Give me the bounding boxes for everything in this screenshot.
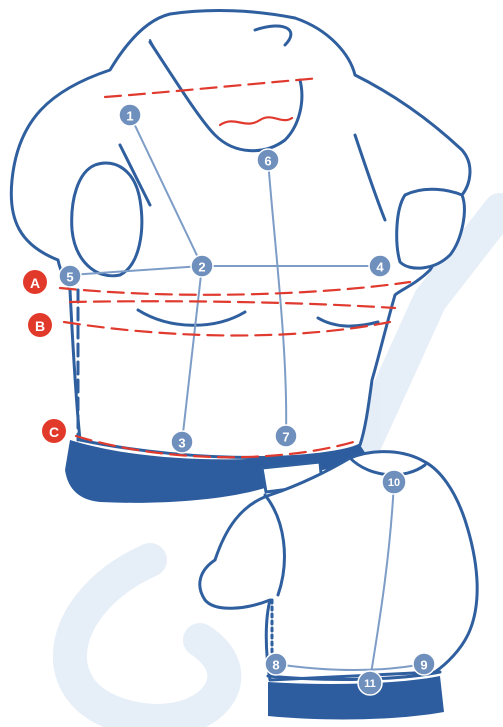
point-marker-7-label: 7	[282, 430, 289, 445]
line-marker-a-label: A	[30, 275, 40, 291]
line-marker-b: B	[28, 313, 52, 337]
point-marker-5: 5	[59, 265, 81, 287]
line-marker-c: C	[42, 419, 66, 443]
line-marker-c-label: C	[49, 424, 59, 440]
point-marker-7: 7	[275, 425, 297, 447]
point-marker-4-label: 4	[376, 260, 384, 275]
point-marker-3-label: 3	[178, 436, 185, 451]
point-marker-9-label: 9	[420, 658, 427, 673]
back-waistband	[268, 676, 444, 719]
point-marker-1: 1	[119, 104, 141, 126]
point-marker-2: 2	[191, 255, 213, 277]
point-marker-11-label: 11	[364, 678, 376, 690]
point-marker-6: 6	[257, 149, 279, 171]
point-marker-10-label: 10	[388, 477, 400, 489]
point-marker-8-label: 8	[272, 658, 279, 673]
point-marker-5-label: 5	[66, 270, 73, 285]
line-marker-b-label: B	[35, 318, 45, 334]
point-marker-8: 8	[265, 653, 287, 675]
left-armhole	[72, 163, 142, 276]
point-marker-6-label: 6	[264, 154, 271, 169]
point-marker-9: 9	[413, 653, 435, 675]
point-marker-1-label: 1	[126, 109, 133, 124]
point-marker-4: 4	[369, 255, 391, 277]
point-marker-11: 11	[358, 671, 382, 695]
point-marker-3: 3	[171, 431, 193, 453]
line-markers: A B C	[23, 270, 66, 443]
point-marker-10: 10	[382, 470, 406, 494]
point-marker-2-label: 2	[198, 260, 205, 275]
line-marker-a: A	[23, 270, 47, 294]
